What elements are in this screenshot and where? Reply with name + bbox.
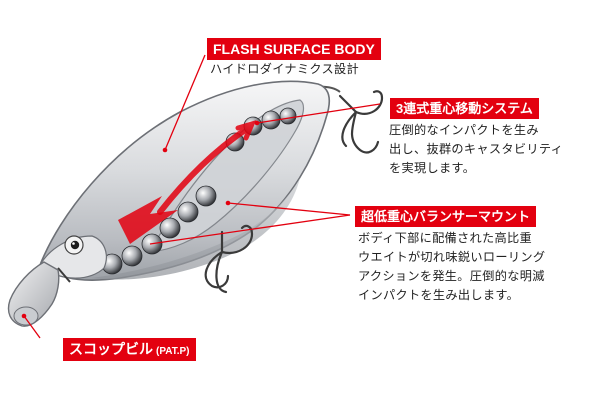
scoop-bill-label: スコップビル(PAT.P) [63, 338, 196, 361]
weight-system-title: 3連式重心移動システム [396, 101, 533, 116]
weight-balls [101, 107, 297, 275]
eye-icon [64, 235, 84, 255]
balancer-title: 超低重心バランサーマウント [361, 209, 531, 224]
balancer-desc: ボディ下部に配備された高比重 ウエイトが切れ味鋭いローリング アクションを発生。… [358, 231, 546, 302]
scoop-bill-title: スコップビル [69, 341, 153, 357]
belly-hook-icon [204, 224, 254, 294]
weight-system-desc: 圧倒的なインパクトを生み 出し、抜群のキャスタビリティ を実現します。 [389, 123, 564, 175]
flash-surface-label: FLASH SURFACE BODY [207, 38, 381, 60]
weight-system-label: 3連式重心移動システム [390, 98, 539, 119]
flash-surface-desc: ハイドロダイナミクス設計 [210, 62, 359, 76]
balance-arrow-icon [118, 196, 178, 244]
flow-arrow-icon [157, 120, 257, 215]
rear-hook-icon [338, 90, 384, 154]
lure-head [39, 235, 107, 279]
leader-lines [21, 54, 381, 339]
balancer-label: 超低重心バランサーマウント [355, 206, 537, 227]
flash-surface-title: FLASH SURFACE BODY [213, 41, 375, 57]
scoop-bill-subtitle: (PAT.P) [156, 346, 190, 357]
